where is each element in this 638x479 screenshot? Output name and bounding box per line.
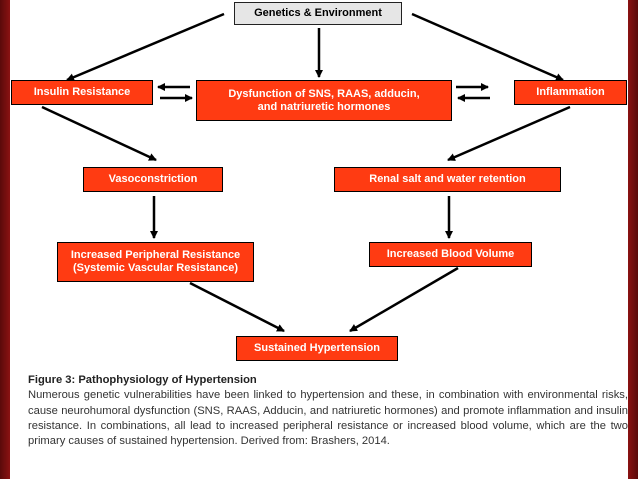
caption-body: Numerous genetic vulnerabilities have be… — [28, 389, 628, 448]
arrows-layer — [41, 12, 571, 333]
node-inflammation-label: Inflammation — [536, 86, 605, 98]
node-peripheral-resistance: Increased Peripheral Resistance (Systemi… — [57, 242, 254, 282]
arrow-bloodvolume-to-sustained — [349, 266, 459, 333]
node-peripheral-line2: (Systemic Vascular Resistance) — [72, 262, 239, 274]
node-peripheral-line1: Increased Peripheral Resistance — [70, 249, 241, 261]
caption-title: Figure 3: Pathophysiology of Hypertensio… — [28, 374, 257, 386]
node-genetics-environment: Genetics & Environment — [234, 2, 402, 25]
left-frame — [0, 0, 10, 479]
right-frame — [628, 0, 638, 479]
node-insulin-label: Insulin Resistance — [33, 86, 131, 98]
figure-panel: Genetics & Environment Insulin Resistanc… — [10, 0, 628, 479]
node-blood-volume: Increased Blood Volume — [369, 242, 532, 267]
figure-caption: Figure 3: Pathophysiology of Hypertensio… — [28, 373, 628, 449]
node-sustained-label: Sustained Hypertension — [254, 342, 380, 354]
node-vasoconstriction: Vasoconstriction — [83, 167, 223, 192]
node-dysfunction-line2: and natriuretic hormones — [257, 100, 391, 113]
arrow-genetics-to-insulin — [66, 12, 225, 82]
node-blood-volume-label: Increased Blood Volume — [386, 248, 515, 260]
arrow-genetics-to-inflammation — [411, 12, 564, 82]
node-insulin-resistance: Insulin Resistance — [11, 80, 153, 105]
arrow-insulin-to-vasoconstriction — [41, 105, 157, 162]
node-sustained-hypertension: Sustained Hypertension — [236, 336, 398, 361]
node-dysfunction: Dysfunction of SNS, RAAS, adducin, and n… — [196, 80, 452, 121]
node-genetics-label: Genetics & Environment — [254, 7, 382, 19]
node-vasoconstriction-label: Vasoconstriction — [108, 173, 198, 185]
node-inflammation: Inflammation — [514, 80, 627, 105]
arrow-inflammation-to-renal — [447, 105, 571, 162]
node-renal-label: Renal salt and water retention — [369, 173, 526, 185]
node-dysfunction-line1: Dysfunction of SNS, RAAS, adducin, — [228, 87, 420, 100]
node-renal-retention: Renal salt and water retention — [334, 167, 561, 192]
arrow-peripheral-to-sustained — [189, 281, 285, 333]
